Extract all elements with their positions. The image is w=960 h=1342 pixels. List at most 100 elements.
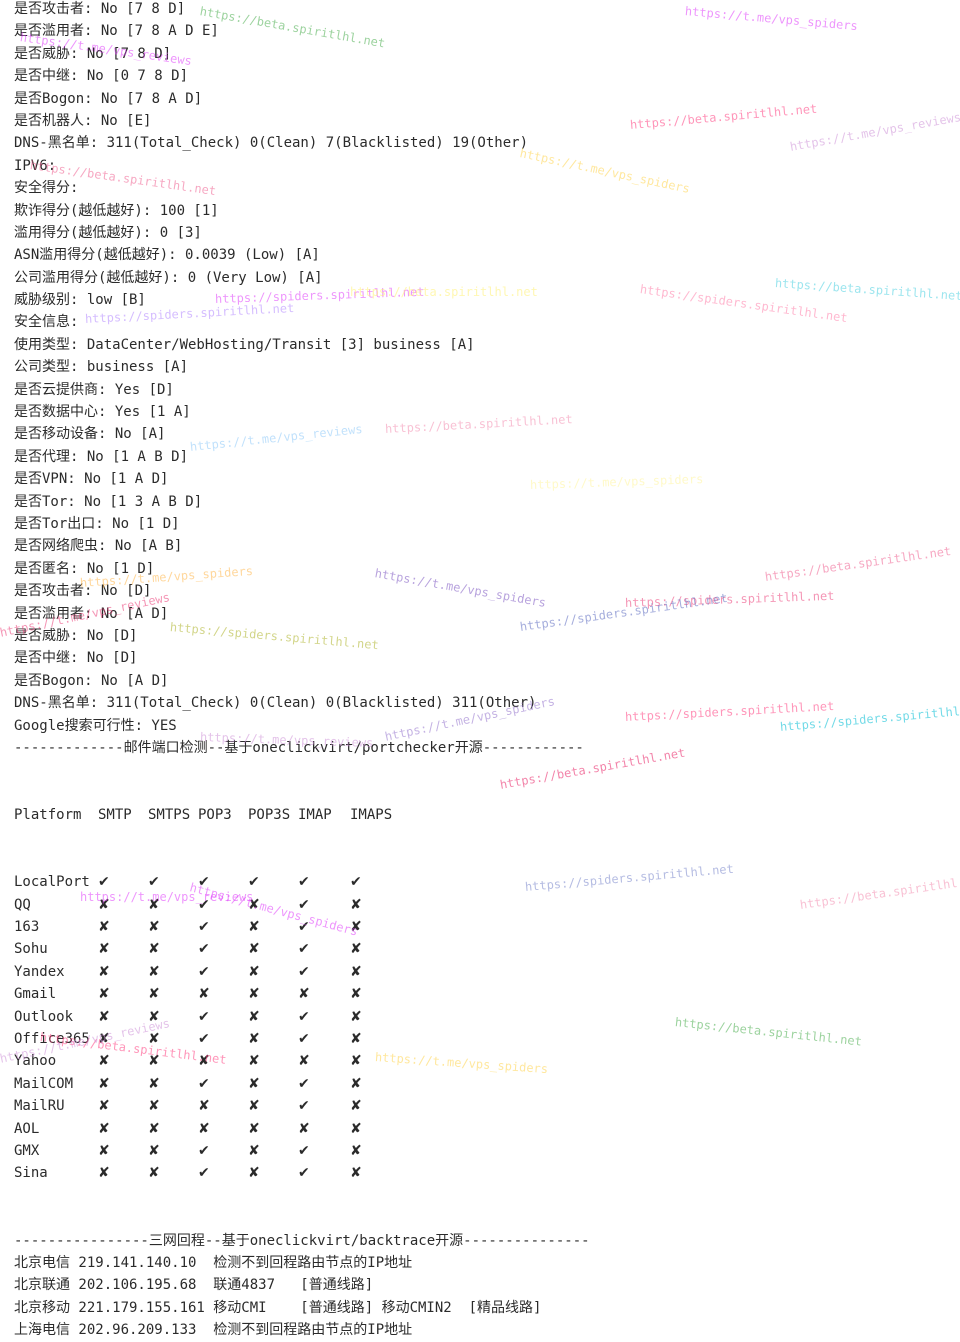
port-status-mark: ✘ [350,1120,362,1137]
port-status-mark: ✔ [198,1008,210,1025]
info-lines: 是否攻击者: No [7 8 D] 是否滥用者: No [7 8 A D E] … [14,0,954,759]
table-row: Yahoo✘✘✘✘✘✘ [14,1050,954,1072]
port-status-mark: ✘ [350,1075,362,1092]
port-status-mark: ✔ [298,1008,310,1025]
port-status-mark: ✘ [248,1098,260,1115]
port-status-mark: ✔ [298,874,310,891]
port-status-mark: ✔ [198,919,210,936]
port-status-mark: ✘ [350,896,362,913]
port-status-mark: ✘ [98,1165,110,1182]
port-status-mark: ✘ [98,919,110,936]
port-status-mark: ✔ [198,874,210,891]
port-status-mark: ✘ [198,1053,210,1070]
column-header-pop3s: POP3S [248,807,291,824]
port-status-mark: ✔ [248,874,260,891]
output-line: 是否移动设备: No [A] [14,426,166,443]
output-line: IPV6: [14,157,57,174]
table-row: MailCOM✘✘✔✘✔✘ [14,1073,954,1095]
port-status-mark: ✔ [198,1142,210,1159]
table-row: QQ✘✘✔✘✔✘ [14,894,954,916]
mail-table-body: LocalPort✔✔✔✔✔✔QQ✘✘✔✘✔✘163✘✘✔✘✔✘Sohu✘✘✔✘… [14,871,954,1184]
output-line: ASN滥用得分(越低越好): 0.0039 (Low) [A] [14,247,320,264]
output-line: 是否滥用者: No [7 8 A D E] [14,23,219,40]
port-status-mark: ✘ [98,896,110,913]
port-status-mark: ✔ [198,896,210,913]
port-status-mark: ✔ [148,874,160,891]
column-header-pop3: POP3 [198,807,232,824]
port-status-mark: ✘ [148,1120,160,1137]
section-divider: -------------邮件端口检测--基于oneclickvirt/port… [14,739,584,756]
column-header-imap: IMAP [298,807,332,824]
port-status-mark: ✘ [98,941,110,958]
port-status-mark: ✔ [298,1165,310,1182]
port-status-mark: ✘ [350,1142,362,1159]
port-status-mark: ✘ [350,986,362,1003]
port-status-mark: ✘ [148,919,160,936]
output-line: 是否代理: No [1 A B D] [14,448,189,465]
port-status-mark: ✘ [98,986,110,1003]
port-status-mark: ✘ [350,1031,362,1048]
port-status-mark: ✔ [198,963,210,980]
port-status-mark: ✘ [98,1120,110,1137]
port-status-mark: ✘ [98,1075,110,1092]
port-status-mark: ✔ [298,941,310,958]
output-line: 北京电信 219.141.140.10 检测不到回程路由节点的IP地址 [14,1254,413,1271]
platform-name: Yahoo [14,1053,57,1070]
output-line: 是否Bogon: No [A D] [14,672,169,689]
output-line: 是否云提供商: Yes [D] [14,381,174,398]
platform-name: LocalPort [14,874,90,891]
port-status-mark: ✘ [248,896,260,913]
port-status-mark: ✘ [298,1053,310,1070]
platform-name: GMX [14,1142,40,1159]
port-status-mark: ✘ [198,1120,210,1137]
output-line: 公司类型: business [A] [14,359,189,376]
output-line: 是否VPN: No [1 A D] [14,471,169,488]
platform-name: Office365 [14,1031,90,1048]
port-status-mark: ✘ [248,1142,260,1159]
output-line: DNS-黑名单: 311(Total_Check) 0(Clean) 7(Bla… [14,135,529,152]
output-line: 北京联通 202.106.195.68 联通4837 [普通线路] [14,1277,374,1294]
output-line: 是否Bogon: No [7 8 A D] [14,90,203,107]
port-status-mark: ✘ [248,1075,260,1092]
table-row: Outlook✘✘✔✘✔✘ [14,1006,954,1028]
port-status-mark: ✘ [198,986,210,1003]
column-header-smtps: SMTPS [148,807,191,824]
port-status-mark: ✔ [198,1075,210,1092]
mail-table-header: Platform SMTP SMTPS POP3 POP3S IMAP IMAP… [14,804,954,826]
output-line: 北京移动 221.179.155.161 移动CMI [普通线路] 移动CMIN… [14,1299,542,1316]
port-status-mark: ✘ [98,963,110,980]
mail-port-table: Platform SMTP SMTPS POP3 POP3S IMAP IMAP… [14,759,954,1229]
port-status-mark: ✘ [148,941,160,958]
port-status-mark: ✘ [98,1142,110,1159]
platform-name: Yandex [14,963,65,980]
platform-name: MailCOM [14,1075,74,1092]
port-status-mark: ✘ [98,1098,110,1115]
port-status-mark: ✘ [148,1165,160,1182]
table-row: Gmail✘✘✘✘✘✘ [14,983,954,1005]
port-status-mark: ✘ [350,919,362,936]
port-status-mark: ✔ [350,874,362,891]
output-line: 上海电信 202.96.209.133 检测不到回程路由节点的IP地址 [14,1322,413,1339]
table-row: 163✘✘✔✘✔✘ [14,916,954,938]
port-status-mark: ✘ [248,1008,260,1025]
output-line: 公司滥用得分(越低越好): 0 (Very Low) [A] [14,269,323,286]
port-status-mark: ✔ [298,919,310,936]
port-status-mark: ✘ [248,919,260,936]
port-status-mark: ✘ [98,1008,110,1025]
output-line: 是否Tor: No [1 3 A B D] [14,493,203,510]
output-line: 是否机器人: No [E] [14,112,152,129]
port-status-mark: ✔ [298,963,310,980]
output-line: 滥用得分(越低越好): 0 [3] [14,224,202,241]
port-status-mark: ✘ [198,1098,210,1115]
port-status-mark: ✘ [98,1031,110,1048]
port-status-mark: ✘ [248,963,260,980]
port-status-mark: ✘ [148,986,160,1003]
port-status-mark: ✔ [298,896,310,913]
table-row: LocalPort✔✔✔✔✔✔ [14,871,954,893]
port-status-mark: ✘ [148,1053,160,1070]
port-status-mark: ✘ [148,896,160,913]
table-row: AOL✘✘✘✘✘✘ [14,1118,954,1140]
port-status-mark: ✘ [350,1165,362,1182]
port-status-mark: ✘ [148,1142,160,1159]
column-header-smtp: SMTP [98,807,132,824]
